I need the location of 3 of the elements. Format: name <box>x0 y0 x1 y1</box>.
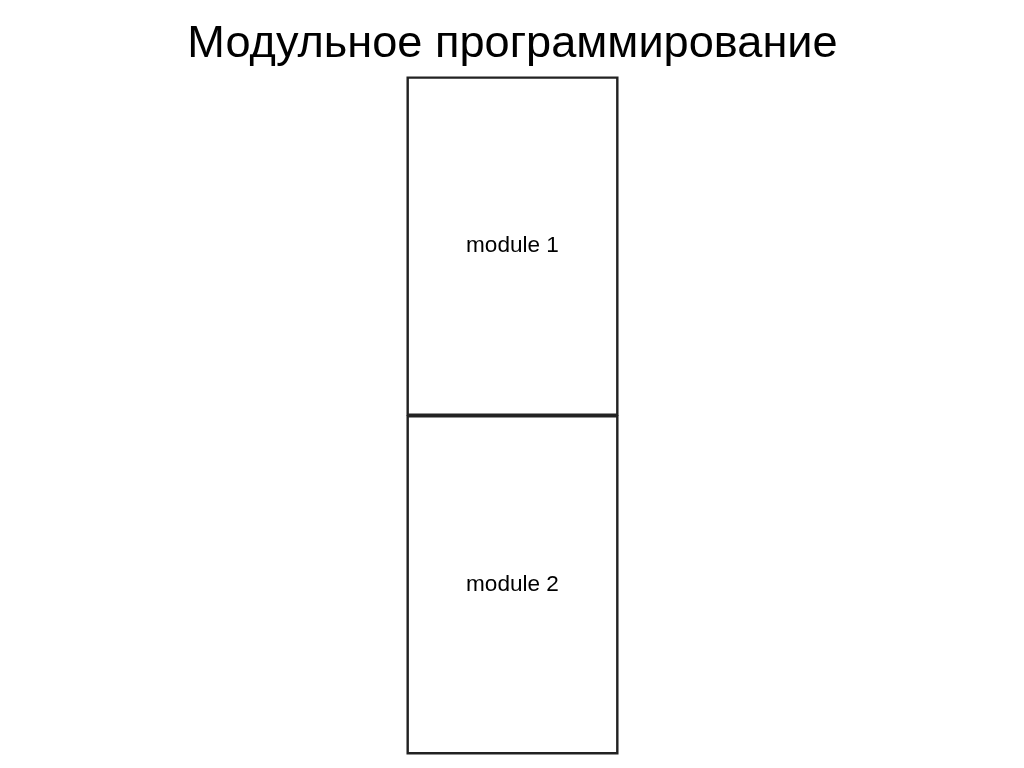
node-box: module 2 <box>406 415 618 755</box>
node-box: module 1 <box>406 76 618 416</box>
diagram-title: Модульное программирование <box>186 16 838 68</box>
